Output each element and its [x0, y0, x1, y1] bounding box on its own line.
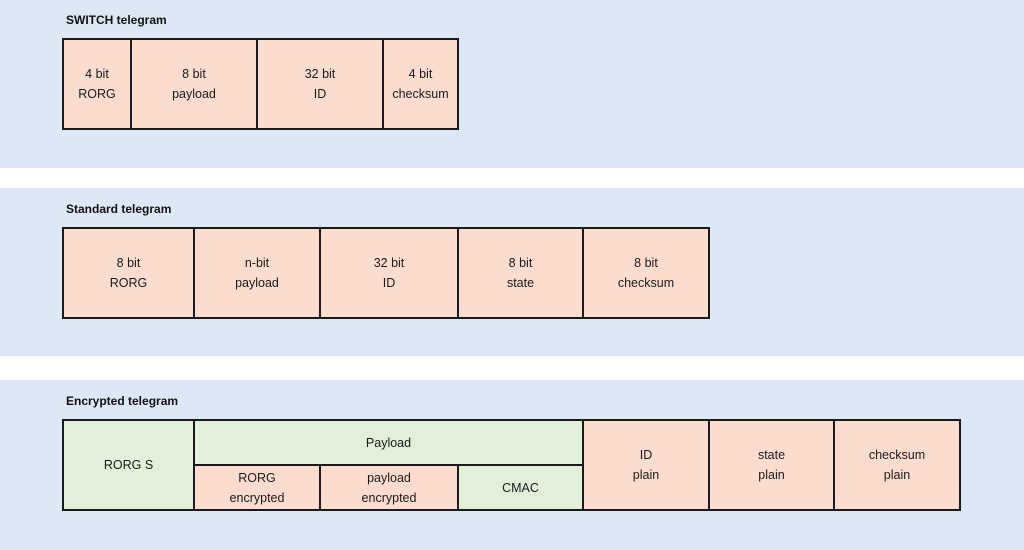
cell-line-bottom: ID [382, 276, 396, 290]
cell-line-bottom: plain [632, 468, 660, 482]
cell-line-top: ID [639, 448, 653, 462]
switch-checksum-cell: 4 bit checksum [382, 38, 459, 130]
encrypted-rorg-s-cell: RORG S [62, 419, 195, 511]
standard-payload-cell: n-bit payload [193, 227, 321, 319]
cell-line-top: 4 bit [408, 67, 433, 81]
cell-line-bottom: checksum [617, 276, 675, 290]
cell-line-bottom: RORG [78, 87, 116, 101]
cell-line-top: state [757, 448, 786, 462]
cell-line-bottom: RORG [109, 276, 148, 290]
standard-checksum-cell: 8 bit checksum [582, 227, 710, 319]
switch-rorg-cell: 4 bit RORG [62, 38, 132, 130]
cell-line-top: 32 bit [373, 256, 405, 270]
switch-id-cell: 32 bit ID [256, 38, 384, 130]
encrypted-cmac-cell: CMAC [457, 464, 584, 511]
cell-line-top: RORG S [103, 458, 154, 472]
cell-line-top: 8 bit [634, 256, 658, 270]
cell-line-bottom: checksum [392, 87, 449, 101]
encrypted-telegram-title: Encrypted telegram [66, 394, 179, 408]
encrypted-checksum-plain-cell: checksum plain [833, 419, 961, 511]
cell-line-bottom: encrypted [361, 490, 417, 505]
cell-line-top: Payload [365, 435, 412, 450]
cell-line-bottom: state [506, 276, 535, 290]
encrypted-state-plain-cell: state plain [708, 419, 835, 511]
standard-rorg-cell: 8 bit RORG [62, 227, 195, 319]
cell-line-top: payload [367, 470, 411, 485]
cell-line-top: n-bit [244, 256, 270, 270]
encrypted-id-plain-cell: ID plain [582, 419, 710, 511]
cell-line-top: 32 bit [304, 67, 336, 81]
cell-line-top: 4 bit [85, 67, 109, 81]
encrypted-payload-encrypted-cell: payload encrypted [319, 464, 459, 511]
switch-payload-cell: 8 bit payload [130, 38, 258, 130]
encrypted-payload-header-cell: Payload [193, 419, 584, 466]
encrypted-rorg-encrypted-cell: RORG encrypted [193, 464, 321, 511]
cell-line-top: checksum [868, 448, 926, 462]
cell-line-bottom: encrypted [229, 490, 285, 505]
cell-line-top: CMAC [502, 480, 539, 495]
cell-line-bottom: ID [313, 87, 327, 101]
cell-line-bottom: plain [883, 468, 911, 482]
cell-line-top: RORG [238, 470, 276, 485]
standard-state-cell: 8 bit state [457, 227, 584, 319]
standard-telegram-title: Standard telegram [66, 202, 172, 216]
cell-line-bottom: plain [758, 468, 785, 482]
switch-telegram-title: SWITCH telegram [66, 13, 167, 27]
cell-line-top: 8 bit [116, 256, 141, 270]
standard-id-cell: 32 bit ID [319, 227, 459, 319]
cell-line-top: 8 bit [508, 256, 533, 270]
cell-line-bottom: payload [235, 276, 279, 290]
cell-line-top: 8 bit [182, 67, 206, 81]
cell-line-bottom: payload [172, 87, 216, 101]
